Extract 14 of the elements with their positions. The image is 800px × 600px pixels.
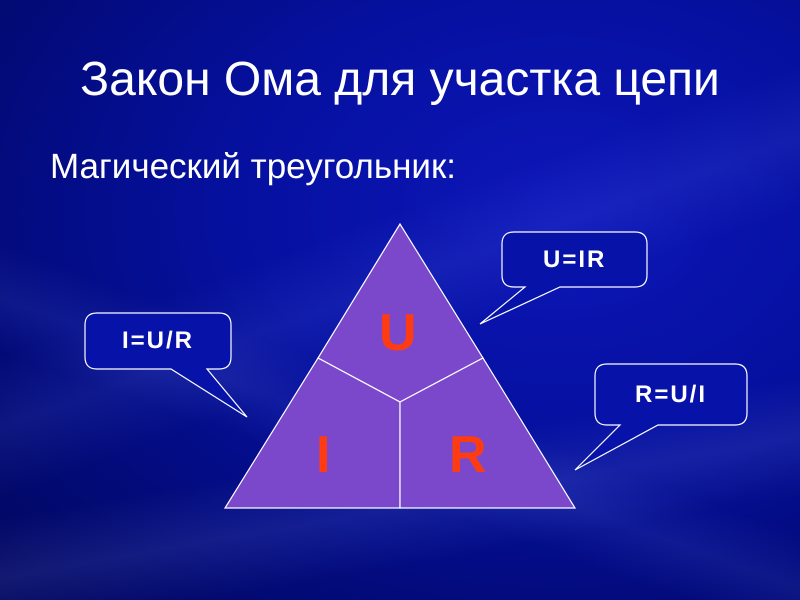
variable-letter: U (379, 305, 417, 361)
formula-text: U=IR (543, 246, 606, 274)
speech-bubble (575, 364, 747, 470)
formula-text: R=U/I (635, 380, 708, 408)
subtitle: Магический треугольник: (50, 147, 456, 187)
speech-bubble (85, 313, 247, 417)
triangle-section (225, 358, 400, 508)
triangle-section (318, 224, 483, 402)
speech-bubble (480, 232, 647, 324)
slide-title: Закон Ома для участка цепи (80, 53, 720, 106)
triangle-section (400, 358, 575, 508)
variable-letter: R (449, 427, 487, 483)
variable-letter: I (316, 427, 330, 483)
formula-text: I=U/R (122, 327, 194, 355)
